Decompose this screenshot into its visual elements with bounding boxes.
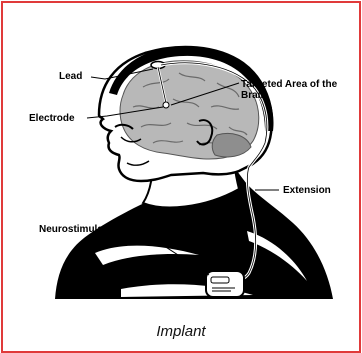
electrode-label: Electrode xyxy=(29,113,75,124)
electrode-tip xyxy=(163,102,169,108)
extension-label: Extension xyxy=(283,185,331,196)
figure-caption: Implant xyxy=(3,323,359,340)
lead-label: Lead xyxy=(59,71,82,82)
targeted-area-label: Targeted Area of the Brain xyxy=(241,79,353,101)
implant-illustration xyxy=(3,3,359,313)
neurostimulator-label: Neurostimulator xyxy=(39,224,116,235)
neurostimulator-device xyxy=(206,271,244,297)
